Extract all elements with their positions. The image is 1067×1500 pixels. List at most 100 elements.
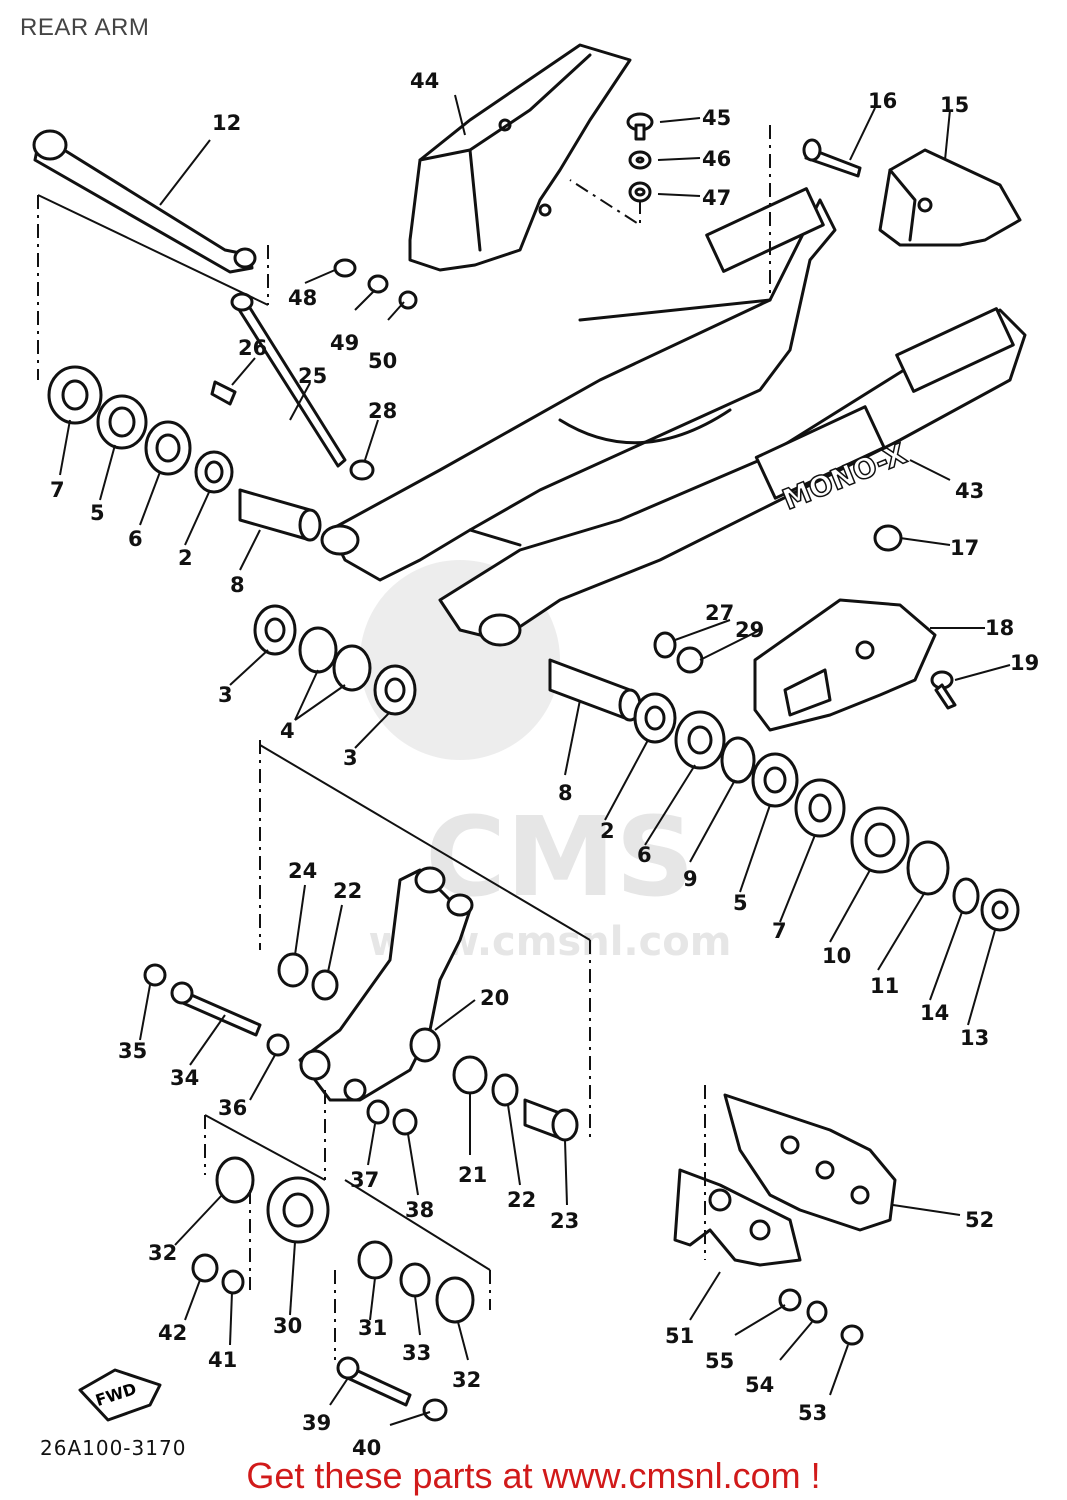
spacer-part-11	[906, 840, 950, 896]
callout-7b: 7	[772, 919, 787, 943]
seal-part-7a	[47, 365, 103, 425]
callout-53: 53	[798, 1401, 827, 1425]
nut-part-40	[422, 1398, 448, 1422]
collar-part-21	[452, 1055, 488, 1095]
washer-part-28	[349, 459, 375, 481]
callout-28: 28	[368, 399, 397, 423]
collar-part-3b	[373, 664, 417, 716]
thrust-cover-part-5a	[96, 394, 148, 450]
callout-34: 34	[170, 1066, 199, 1090]
washer-part-37	[366, 1099, 390, 1125]
callout-33: 33	[402, 1341, 431, 1365]
callout-27: 27	[705, 601, 734, 625]
nut-part-42	[191, 1253, 219, 1283]
callout-19: 19	[1010, 651, 1039, 675]
bracket-part-51	[673, 1168, 802, 1267]
chain-guard-part-44	[408, 43, 632, 272]
callout-54: 54	[745, 1373, 774, 1397]
callout-48: 48	[288, 286, 317, 310]
callout-3a: 3	[218, 683, 233, 707]
washer-part-14	[952, 877, 980, 915]
relay-arm-part-20	[298, 866, 474, 1102]
washer-part-27	[653, 631, 677, 659]
callout-45: 45	[702, 106, 731, 130]
bolt-part-48	[333, 258, 357, 278]
callout-13: 13	[960, 1026, 989, 1050]
callout-25: 25	[298, 364, 327, 388]
diagram-code: 26A100-3170	[40, 1436, 187, 1460]
bolt-part-16	[802, 138, 862, 178]
callout-38: 38	[405, 1198, 434, 1222]
callout-16: 16	[868, 89, 897, 113]
callout-39: 39	[302, 1411, 331, 1435]
callout-36: 36	[218, 1096, 247, 1120]
washer-part-36	[266, 1033, 290, 1057]
collar-part-31	[357, 1240, 393, 1280]
seal-part-22a	[311, 969, 339, 1001]
seal-part-7b	[794, 778, 846, 838]
seal-part-4a	[298, 626, 338, 674]
callout-47: 47	[702, 186, 731, 210]
callout-43: 43	[955, 479, 984, 503]
collar-part-8b	[548, 658, 642, 722]
seal-part-32a	[215, 1156, 255, 1204]
callout-40: 40	[352, 1436, 381, 1460]
callout-14: 14	[920, 1001, 949, 1025]
nut-part-17	[873, 524, 903, 552]
washer-part-41	[221, 1269, 245, 1295]
callout-42: 42	[158, 1321, 187, 1345]
page-title: REAR ARM	[20, 14, 150, 41]
collar-part-8a	[238, 488, 322, 542]
grease-nipple-part-26	[210, 380, 237, 406]
callout-26: 26	[238, 336, 267, 360]
callout-10: 10	[822, 944, 851, 968]
callout-18: 18	[985, 616, 1014, 640]
nut-part-38	[392, 1108, 418, 1136]
callout-7a: 7	[50, 478, 65, 502]
cap-part-35	[143, 963, 167, 987]
oil-seal-part-6b	[674, 710, 726, 770]
collar-part-3a	[253, 604, 297, 656]
callout-51: 51	[665, 1324, 694, 1348]
callout-22b: 22	[507, 1188, 536, 1212]
bolt-part-34	[170, 981, 262, 1037]
collar-part-24	[277, 952, 309, 988]
bearing-part-10	[850, 806, 910, 874]
bolt-part-19	[930, 670, 957, 710]
callout-17: 17	[950, 536, 979, 560]
callout-30: 30	[273, 1314, 302, 1338]
bracket-part-15	[878, 148, 1022, 247]
callout-5a: 5	[90, 501, 105, 525]
callout-3b: 3	[343, 746, 358, 770]
bushing-part-30	[266, 1176, 330, 1244]
oil-seal-part-6a	[144, 420, 192, 476]
washer-part-50	[398, 290, 418, 310]
washer-part-46	[628, 150, 652, 170]
callout-32b: 32	[452, 1368, 481, 1392]
chain-tensioner-part-52	[723, 1093, 897, 1232]
callout-50: 50	[368, 349, 397, 373]
callout-24: 24	[288, 859, 317, 883]
collar-part-33	[399, 1262, 431, 1298]
callout-31: 31	[358, 1316, 387, 1340]
promo-link[interactable]: Get these parts at www.cmsnl.com !	[246, 1455, 821, 1496]
fwd-arrow-icon	[78, 1368, 162, 1422]
nut-part-47	[628, 181, 652, 203]
washer-part-49	[367, 274, 389, 294]
callout-11: 11	[870, 974, 899, 998]
callout-55: 55	[705, 1349, 734, 1373]
nut-part-54	[806, 1300, 828, 1324]
callout-52: 52	[965, 1208, 994, 1232]
bolt-part-53	[840, 1324, 864, 1346]
callout-21: 21	[458, 1163, 487, 1187]
callout-41: 41	[208, 1348, 237, 1372]
callout-9: 9	[683, 867, 698, 891]
thrust-cover-part-5b	[751, 752, 799, 808]
seal-part-32b	[435, 1276, 475, 1324]
washer-part-9	[720, 736, 756, 784]
axle-part-12	[32, 129, 257, 274]
callout-15: 15	[940, 93, 969, 117]
bolt-part-45	[626, 112, 654, 141]
bolt-part-39	[336, 1356, 412, 1407]
